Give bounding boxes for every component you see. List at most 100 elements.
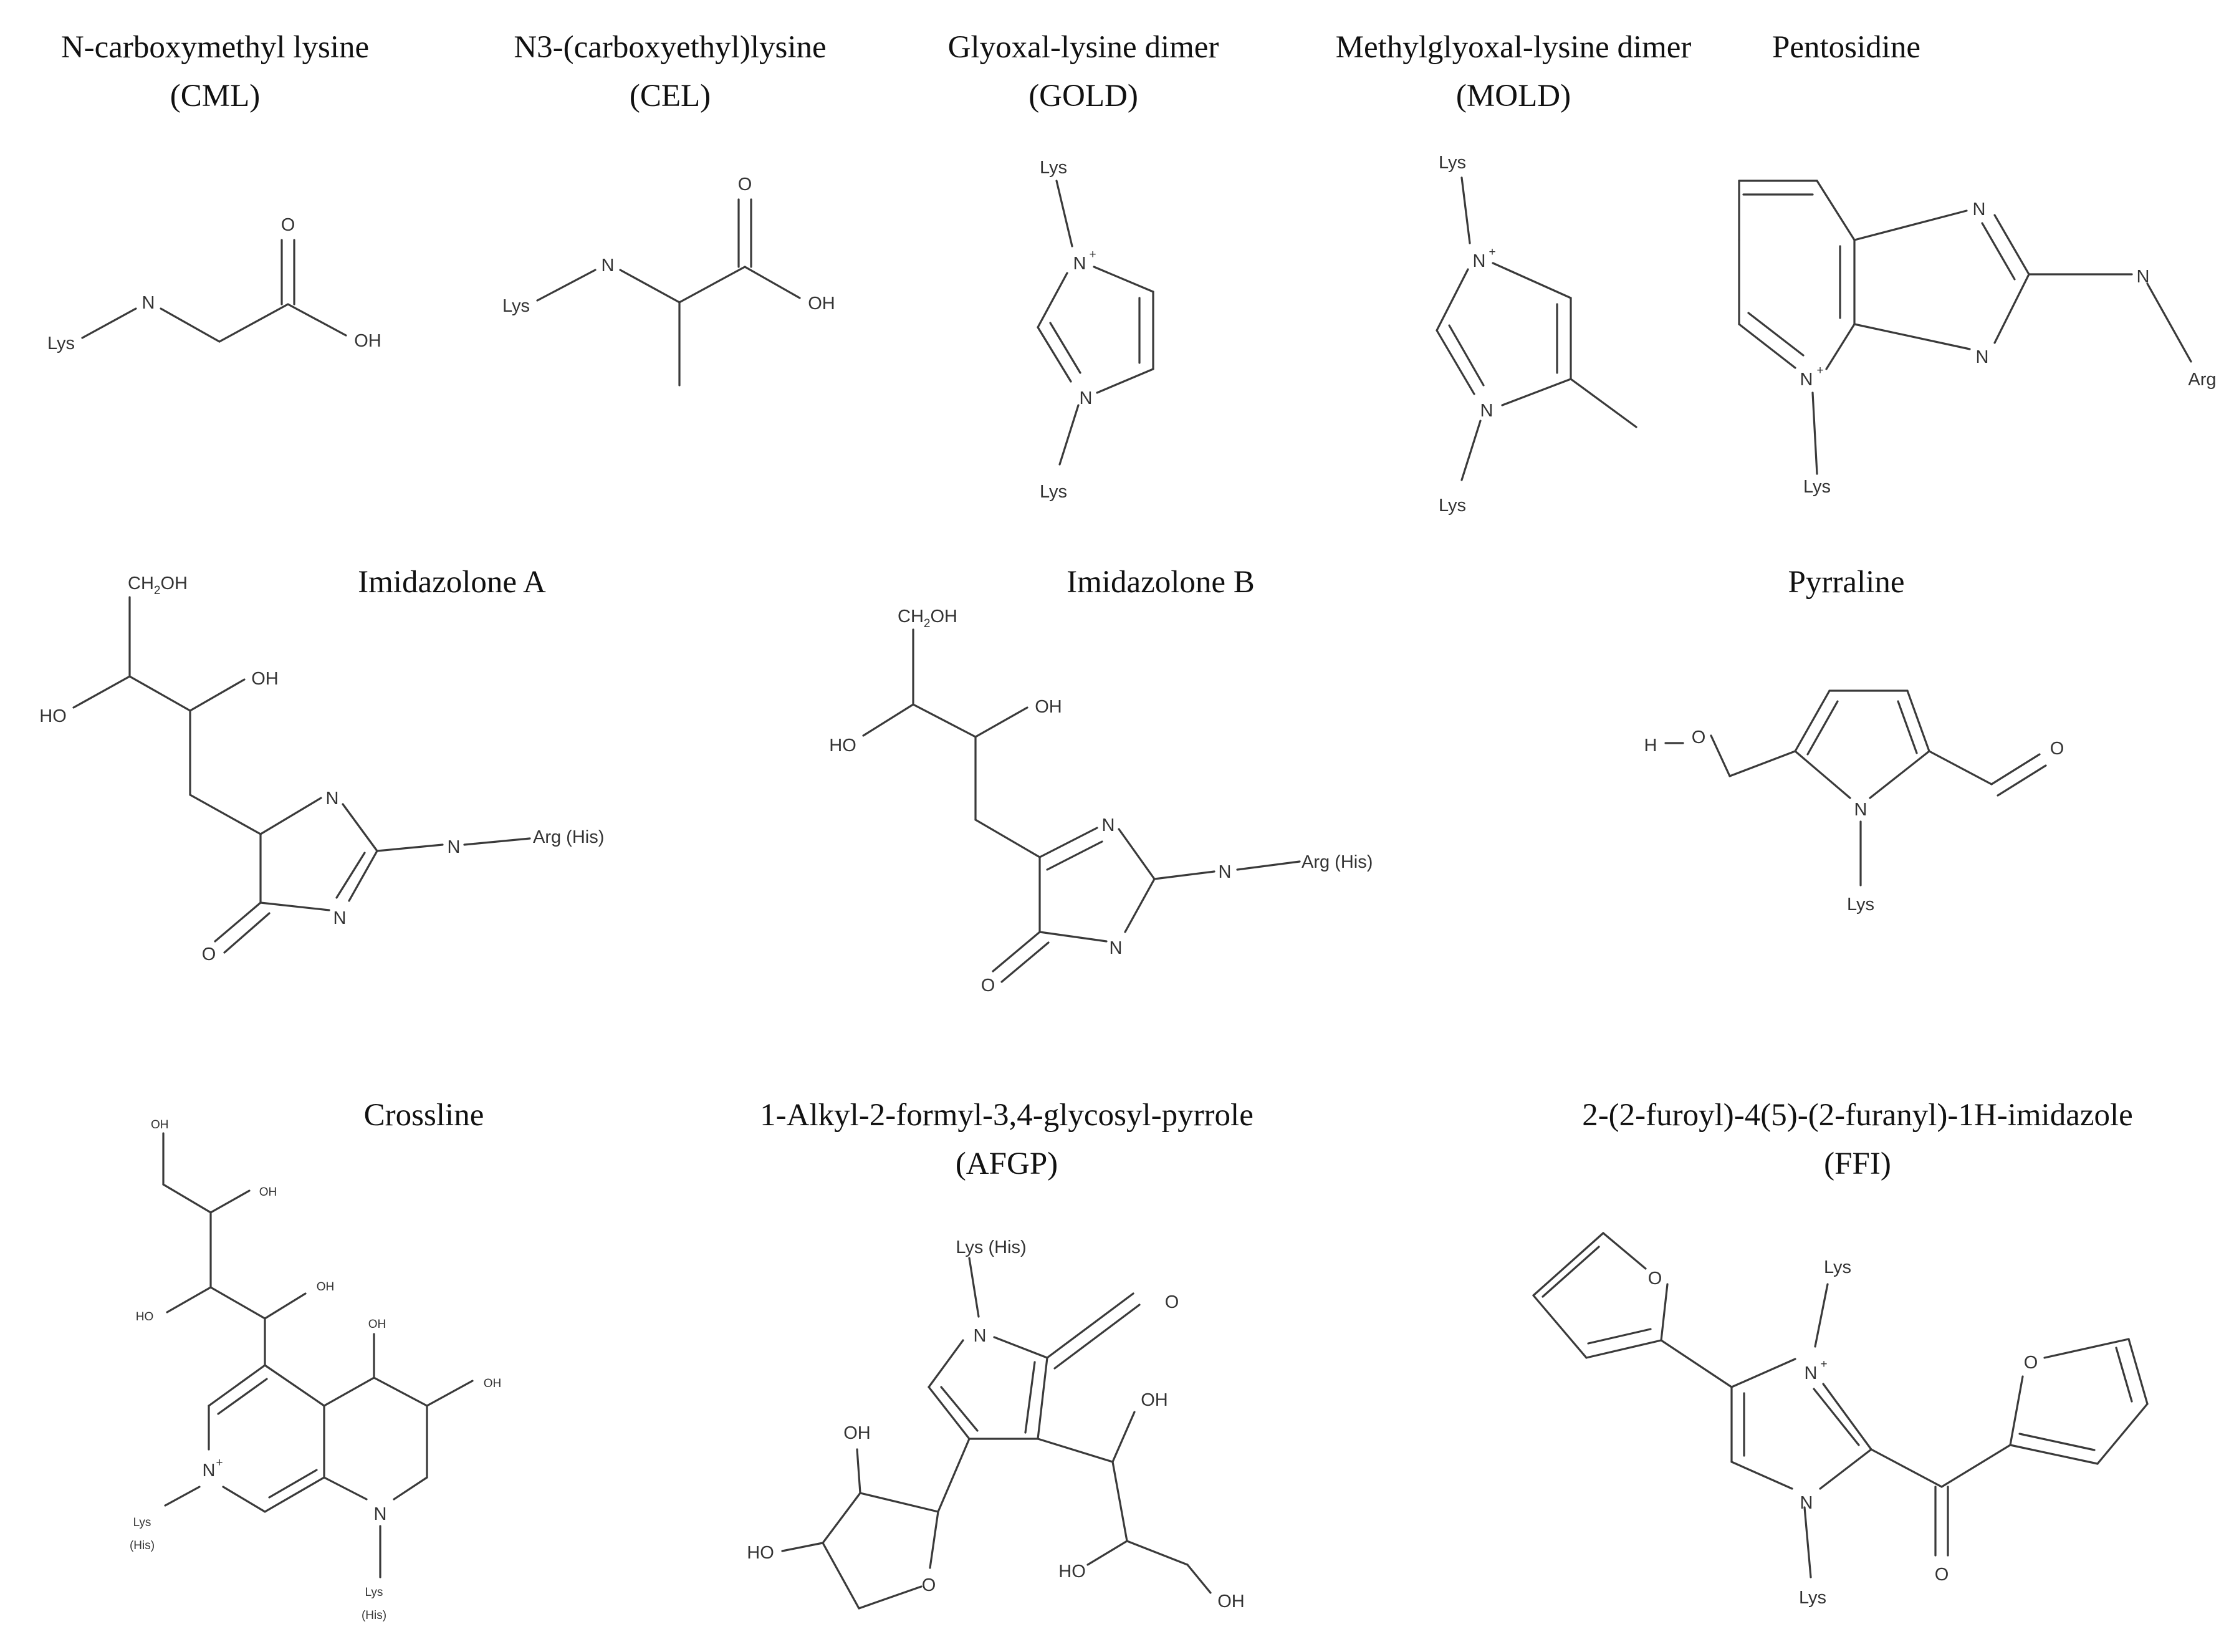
- o-atom: O: [281, 215, 295, 235]
- n-atom: N: [1219, 862, 1232, 882]
- o-atom: O: [738, 175, 752, 194]
- o-atom: O: [1935, 1565, 1949, 1585]
- lys-label: Lys: [1799, 1588, 1826, 1608]
- n-atom: N: [1480, 401, 1493, 421]
- lys-label: Lys: [1439, 153, 1466, 173]
- arg-his-label: Arg (His): [1302, 852, 1373, 872]
- o-atom: O: [922, 1575, 936, 1595]
- imidazolone-b-structure: CH2OH HO OH N N O N Arg (His): [829, 607, 1373, 996]
- o-atom: O: [2024, 1353, 2038, 1373]
- n-plus-atom: N: [1805, 1363, 1818, 1383]
- lys-label: Lys: [1847, 895, 1874, 915]
- plus-charge: +: [1489, 246, 1495, 259]
- oh-label: OH: [354, 331, 381, 351]
- n-atom: N: [1110, 938, 1123, 958]
- o-atom: O: [202, 944, 216, 964]
- pyrraline-title: Pyrraline: [1788, 565, 1905, 600]
- n-atom: N: [1854, 800, 1867, 820]
- gold-structure: Lys N + N Lys: [1037, 158, 1154, 502]
- n-plus-atom: N: [1073, 254, 1086, 274]
- n-atom: N: [602, 256, 615, 276]
- lys-label: Lys: [1824, 1257, 1851, 1277]
- ho-label: HO: [39, 706, 67, 726]
- ffi-structure: O Lys N + N Lys O O: [1532, 1232, 2149, 1608]
- n-atom: N: [326, 789, 339, 809]
- oh-label: OH: [843, 1423, 871, 1443]
- o-atom: O: [1692, 728, 1706, 747]
- cml-structure: Lys N O OH: [47, 215, 381, 353]
- pentosidine-title: Pentosidine: [1772, 30, 1920, 65]
- oh-label: OH: [251, 669, 279, 689]
- n-atom: N: [974, 1326, 987, 1346]
- mold-name-title: Methylglyoxal-lysine dimer: [1336, 30, 1692, 65]
- afgp-abbr-title: (AFGP): [956, 1146, 1058, 1181]
- cml-abbr-title: (CML): [170, 79, 260, 113]
- afgp-name-title: 1-Alkyl-2-formyl-3,4-glycosyl-pyrrole: [760, 1098, 1254, 1133]
- ho-label: HO: [747, 1543, 774, 1563]
- mold-abbr-title: (MOLD): [1456, 79, 1571, 113]
- imidazolone-b-title: Imidazolone B: [1067, 565, 1255, 600]
- oh-label: OH: [1217, 1592, 1245, 1611]
- h-atom: H: [1644, 736, 1657, 756]
- o-atom: O: [1165, 1292, 1179, 1312]
- pentosidine-structure: N N N N + Arg Lys: [1738, 180, 2217, 497]
- oh-label: OH: [1141, 1390, 1168, 1410]
- his-label: (His): [362, 1609, 386, 1622]
- n-atom: N: [1976, 347, 1989, 367]
- arg-his-label: Arg (His): [533, 827, 604, 847]
- ffi-abbr-title: (FFI): [1824, 1146, 1891, 1181]
- lys-label: Lys: [365, 1586, 383, 1599]
- n-plus-atom: N: [1473, 251, 1486, 271]
- imidazolone-a-structure: CH2OH HO OH N N O N Arg (His): [39, 574, 604, 964]
- cel-structure: Lys N O OH: [502, 175, 835, 387]
- lys-his-label: Lys (His): [956, 1237, 1026, 1257]
- lys-label: Lys: [1803, 477, 1831, 497]
- pyrraline-structure: H O N O Lys: [1644, 689, 2064, 915]
- lys-label: Lys: [1040, 482, 1067, 502]
- n-atom: N: [2137, 267, 2150, 287]
- oh-label: OH: [1035, 697, 1062, 717]
- crossline-structure: OH OH HO OH OH OH N + N Lys (His) Lys (H…: [130, 1118, 501, 1622]
- n-atom: N: [1973, 199, 1986, 219]
- mold-structure: Lys N + N Lys: [1436, 153, 1637, 516]
- n-plus-atom: N: [1800, 370, 1813, 390]
- n-atom: N: [142, 293, 155, 313]
- lys-label: Lys: [133, 1516, 151, 1529]
- plus-charge: +: [216, 1456, 223, 1469]
- crossline-title: Crossline: [364, 1098, 484, 1133]
- n-plus-atom: N: [203, 1461, 216, 1481]
- imidazolone-a-title: Imidazolone A: [358, 565, 546, 600]
- oh-label: OH: [808, 294, 835, 314]
- plus-charge: +: [1820, 1358, 1827, 1371]
- titles: N-carboxymethyl lysine (CML) N3-(carboxy…: [61, 30, 2133, 1181]
- oh-label: OH: [151, 1118, 169, 1131]
- ch2oh-label: CH2OH: [128, 574, 188, 597]
- cel-name-title: N3-(carboxyethyl)lysine: [514, 30, 826, 65]
- o-atom: O: [2050, 739, 2064, 759]
- o-atom: O: [981, 976, 995, 996]
- n-atom: N: [448, 837, 461, 857]
- oh-label: OH: [484, 1377, 502, 1390]
- ch2oh-label: CH2OH: [898, 607, 957, 630]
- lys-label: Lys: [1439, 496, 1466, 516]
- lys-label: Lys: [47, 334, 75, 353]
- cel-abbr-title: (CEL): [630, 79, 711, 113]
- n-atom: N: [1080, 388, 1093, 408]
- n-atom: N: [1102, 815, 1115, 835]
- ho-label: HO: [829, 736, 856, 756]
- oh-label: OH: [259, 1186, 277, 1199]
- ho-label: HO: [1058, 1562, 1086, 1582]
- gold-abbr-title: (GOLD): [1028, 79, 1138, 113]
- ffi-name-title: 2-(2-furoyl)-4(5)-(2-furanyl)-1H-imidazo…: [1582, 1098, 2133, 1133]
- his-label: (His): [130, 1539, 155, 1552]
- afgp-structure: Lys (His) N O OH HO OH OH HO O: [747, 1237, 1245, 1611]
- plus-charge: +: [1089, 248, 1096, 261]
- n-atom: N: [333, 908, 347, 928]
- arg-label: Arg: [2188, 370, 2216, 390]
- cml-name-title: N-carboxymethyl lysine: [61, 30, 369, 65]
- plus-charge: +: [1816, 364, 1823, 377]
- lys-label: Lys: [1040, 158, 1067, 178]
- oh-label: OH: [317, 1280, 335, 1294]
- n-atom: N: [374, 1504, 387, 1524]
